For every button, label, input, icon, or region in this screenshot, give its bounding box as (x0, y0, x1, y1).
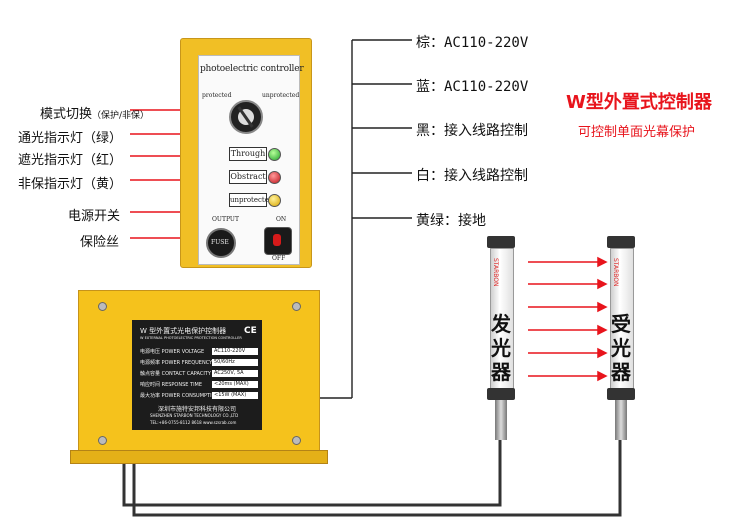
receiver-bar (610, 248, 634, 390)
screw-icon (292, 302, 301, 311)
fuse-text: FUSE (211, 239, 229, 246)
emitter-connector (495, 400, 507, 440)
plate-row-3-value: AC250V, 5A (212, 370, 258, 377)
wire-brown-spec: AC110-220V (444, 35, 529, 51)
emitter-char-3: 器 (491, 360, 511, 384)
plate-company: 深圳市施特安邦科技有限公司 (158, 406, 237, 413)
emitter-bar (490, 248, 514, 390)
obstract-tag: Obstract (229, 170, 267, 184)
wire-blue-spec: AC110-220V (444, 79, 529, 95)
power-switch-label: 电源开关 (68, 209, 121, 224)
plate-row-2-value: 50/60Hz (212, 359, 258, 366)
screw-icon (98, 302, 107, 311)
fuse-label: 保险丝 (80, 235, 120, 250)
receiver-cap-top (607, 236, 635, 248)
wire-yellow-green: 黄绿：接地 (416, 213, 486, 229)
wire-blue-name: 蓝： (416, 79, 444, 95)
wire-white: 白：接入线路控制 (416, 168, 528, 184)
plate-row-4-value: <20ms (MAX) (212, 381, 258, 388)
plate-title: W 型外置式光电保护控制器 (140, 327, 227, 335)
plate-row-5-value: <15W (MAX) (212, 392, 258, 399)
unprotected-light-label: 非保指示灯（黄） (18, 177, 123, 192)
plate-company-en: SHENZHEN STARBON TECHNOLOGY CO.,LTD (150, 413, 239, 418)
panel-title: photoelectric controller (200, 64, 304, 74)
box-bottom-lip (70, 450, 328, 464)
product-title: W型外置式控制器 (566, 92, 712, 113)
plate-title-en: W EXTERNAL PHOTOELECTRIC PROTECTION CONT… (140, 336, 242, 340)
green-indicator-light (268, 148, 281, 161)
mode-switch-text: 模式切换 (40, 107, 93, 122)
plate-row-4-label: 响应时间 RESPONSE TIME (140, 382, 203, 388)
mode-switch-note: （保护/非保） (92, 111, 150, 121)
receiver-char-2: 光 (611, 336, 631, 360)
receiver-connector (615, 400, 627, 440)
panel-protected-label: protected (202, 92, 232, 99)
off-label: OFF (272, 255, 286, 262)
screw-icon (292, 436, 301, 445)
output-wires (316, 39, 412, 399)
receiver-cap-bottom (607, 388, 635, 400)
plate-row-5-label: 最大功率 POWER CONSUMPTION (140, 393, 220, 399)
mode-switch-label: 模式切换（保护/非保） (40, 103, 149, 122)
light-beams (528, 256, 608, 382)
receiver-char-1: 受 (611, 312, 631, 336)
plate-row-1-value: AC110-220V (212, 348, 258, 355)
receiver-brand: STARBON (612, 258, 619, 287)
through-tag: Through (229, 147, 267, 161)
unprotected-tag: unprotected (229, 193, 273, 207)
emitter-brand: STARBON (492, 258, 499, 287)
sensor-cables (122, 440, 622, 517)
obstruct-light-label: 遮光指示灯（红） (18, 153, 123, 168)
plate-row-1-label: 电源电压 POWER VOLTAGE (140, 349, 205, 355)
power-switch[interactable] (264, 227, 292, 255)
on-label: ON (276, 216, 287, 223)
mode-switch-knob[interactable] (229, 100, 263, 134)
wire-brown: 棕：AC110-220V (416, 32, 528, 52)
product-subtitle: 可控制单面光幕保护 (578, 125, 696, 140)
output-label: OUTPUT (212, 216, 239, 223)
ce-mark: CE (244, 326, 257, 336)
wire-black: 黑：接入线路控制 (416, 123, 528, 139)
plate-row-2-label: 电源频率 POWER FREQUENCY (140, 360, 213, 366)
screw-icon (98, 436, 107, 445)
panel-unprotected-label: unprotected (262, 92, 300, 99)
plate-contact: TEL:+86-0755-8112 8618 www.szsrab.com (150, 420, 237, 425)
emitter-cap-bottom (487, 388, 515, 400)
wire-blue: 蓝：AC110-220V (416, 76, 528, 96)
emitter-char-1: 发 (491, 312, 511, 336)
receiver-char-3: 器 (611, 360, 631, 384)
emitter-char-2: 光 (491, 336, 511, 360)
through-light-label: 通光指示灯（绿） (18, 131, 123, 146)
fuse-holder[interactable]: FUSE (206, 228, 236, 258)
wire-brown-name: 棕： (416, 35, 444, 51)
red-indicator-light (268, 171, 281, 184)
yellow-indicator-light (268, 194, 281, 207)
emitter-cap-top (487, 236, 515, 248)
plate-row-3-label: 触点容量 CONTACT CAPACITY (140, 371, 211, 377)
